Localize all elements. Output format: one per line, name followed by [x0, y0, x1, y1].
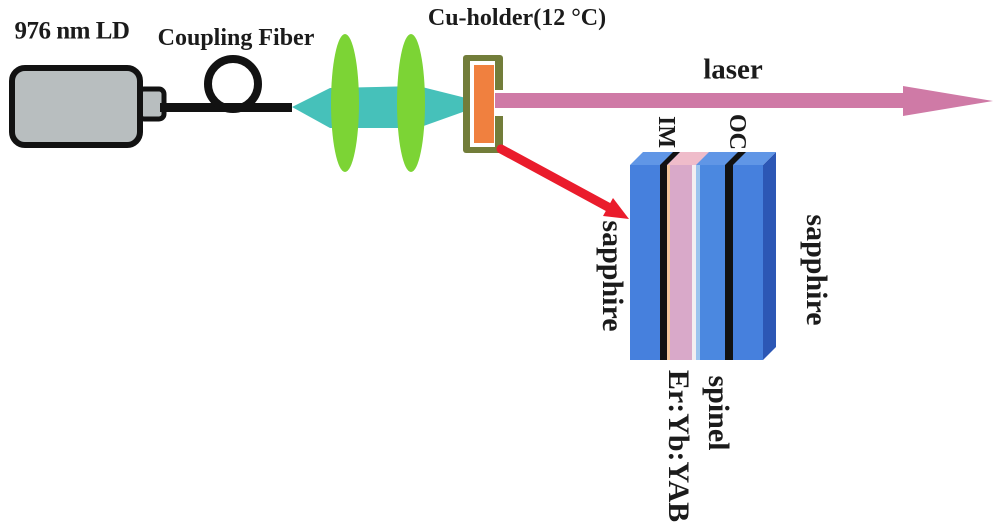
sapphire-right-label: sapphire: [800, 214, 833, 326]
spinel-edge-sliver: [696, 165, 700, 360]
fiber-loop: [204, 55, 262, 113]
detail-callout-arrow-shaft: [496, 144, 613, 212]
lens-2: [397, 34, 425, 172]
spinel-layer: [700, 165, 725, 360]
layer-gap-sliver: [692, 165, 696, 360]
laser-diode-label: 976 nm LD: [14, 17, 130, 45]
crystal-top-face-im: [660, 152, 680, 165]
detail-callout-arrow: [496, 144, 629, 219]
pump-beam: [292, 86, 474, 128]
laser-crystal-in-holder: [474, 65, 494, 143]
gain-layer: [670, 165, 692, 360]
spinel-label: spinel: [702, 375, 735, 451]
crystal-side-face: [763, 152, 776, 360]
lens-1: [331, 34, 359, 172]
input-mirror-label: IM: [653, 116, 679, 148]
gain-layer-edge: [667, 165, 670, 360]
output-coupler-label: OC: [724, 114, 750, 150]
gain-medium-label: Er:Yb:YAB: [662, 369, 695, 523]
output-coupler-layer: [725, 165, 733, 360]
detail-callout-arrow-head: [603, 198, 629, 219]
crystal-top-face-oc: [725, 152, 746, 165]
crystal-top-face-gain: [667, 152, 709, 165]
laser-diode-body: [9, 65, 143, 148]
cu-holder-label: Cu-holder(12 °C): [427, 5, 607, 31]
cu-holder: [463, 55, 505, 153]
sapphire-layer-left: [630, 165, 660, 360]
composite-crystal-assembly: [630, 152, 776, 360]
sapphire-left-label: sapphire: [596, 220, 629, 332]
coupling-fiber-label: Coupling Fiber: [157, 25, 315, 51]
laser-output-arrow: [495, 86, 993, 116]
laser-label: laser: [703, 53, 763, 86]
input-mirror-layer: [660, 165, 667, 360]
sapphire-layer-right: [733, 165, 763, 360]
